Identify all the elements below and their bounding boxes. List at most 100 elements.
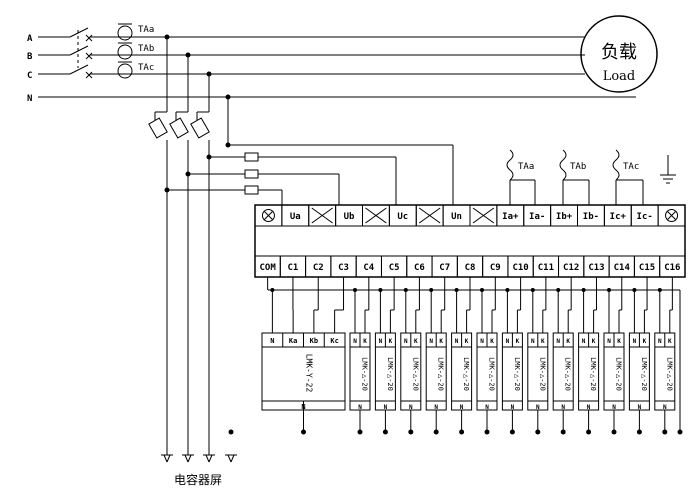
sec-ct-label-taa: TAa [518,162,534,172]
unit-foot-label: N [536,404,540,411]
ct-symbols [117,23,133,79]
unit-head-label: Kc [330,337,338,345]
bottom-terminal-label: C10 [512,263,528,273]
unit-model-label: LMK-△-20 [615,357,623,391]
unit-model-label: LMK-△-20 [488,357,496,391]
phase-label-c: C [27,71,32,81]
unit-model-label: LMK-△-20 [538,357,546,391]
top-terminal-label: Uc [397,212,408,222]
bus-junctions [164,34,231,100]
unit-model-label: LMK-△-20 [411,357,419,391]
unit-head-label: K [516,338,520,345]
unit-head-label: Kb [310,337,318,345]
unit-foot-label: N [612,404,616,411]
top-terminal-label: Ia+ [502,212,519,222]
unit-head-label: K [439,338,443,345]
phase-label-b: B [27,52,33,62]
unit-head-label: N [556,338,560,345]
load-label-en: Load [603,69,636,84]
screw-icon [261,209,275,222]
top-terminal-label: Ib- [583,212,599,222]
unit-model-label: LMK-△-20 [361,357,369,391]
unit-head-label: K [414,338,418,345]
unit-model-label: LMK-△-20 [589,357,597,391]
unit-head-label: N [633,338,637,345]
unit-head-label: K [389,338,393,345]
ct-label-tab: TAb [138,44,154,54]
unit-model-label: LMK-△-20 [564,357,572,391]
screen-terminals [161,454,237,463]
bottom-terminal-label: C1 [288,263,299,273]
unit-head-label: K [465,338,469,345]
unit-head-label: N [480,338,484,345]
unit-foot-label: N [663,404,667,411]
top-terminal-label: Ua [290,212,301,222]
unit-head-label: N [658,338,662,345]
bottom-terminal-label: C5 [389,263,400,273]
unit-model-label: LMK-△-20 [437,357,445,391]
unit-head-label: N [379,338,383,345]
unit-head-label: N [270,337,274,345]
bottom-terminal-label: C2 [313,263,324,273]
bottom-terminal-label: C13 [588,263,604,273]
unit-model-label: LMK-△-20 [665,357,673,391]
unit-foot-label: N [587,404,591,411]
ct-label-tac: TAc [138,63,154,73]
bottom-terminal-label: C3 [338,263,349,273]
unit-model-label: LMK-△-20 [462,357,470,391]
unit-foot-label: N [358,404,362,411]
sec-ct-label-tab: TAb [570,162,586,172]
unit-head-label: K [566,338,570,345]
unit-model-label: LMK-△-20 [640,357,648,391]
unit-head-label: K [643,338,647,345]
phase-label-a: A [27,34,33,44]
unit-foot-label: N [301,403,305,411]
unit-head-label: N [506,338,510,345]
bottom-terminal-label: C14 [614,263,631,273]
bottom-terminal-label: C4 [363,263,374,273]
unit-head-label: K [490,338,494,345]
secondary-ct-symbols [506,149,676,205]
bottom-terminal-label: C6 [414,263,425,273]
unit-head-label: K [617,338,621,345]
top-terminal-label: Ic- [637,212,653,222]
unit-head-label: N [531,338,535,345]
unit-foot-label: N [409,404,413,411]
unit-head-label: N [404,338,408,345]
top-terminal-label: Ic+ [610,212,627,222]
screen-label: 电容器屏 [174,472,222,487]
output-wiring [267,277,683,435]
bus-lines [38,36,636,98]
unit-foot-label: N [638,404,642,411]
unit-foot-label: N [384,404,388,411]
unit-head-label: K [541,338,545,345]
bottom-terminal-label: C12 [563,263,579,273]
top-terminal-label: Ub [344,212,355,222]
unit-head-label: K [668,338,672,345]
voltage-feed-lines [167,144,454,205]
load-label-cn: 负载 [601,42,637,63]
unit-foot-label: N [434,404,438,411]
unit-model-label: LMK-△-20 [513,357,521,391]
bottom-terminal-label: C9 [490,263,501,273]
unit-head-label: K [363,338,367,345]
unit-model-label: LMK-△-20 [386,357,394,391]
unit-head-label: N [429,338,433,345]
top-terminal-cell [657,204,686,227]
unit-model-label: LMK-Y-22 [305,354,314,393]
top-terminal-label: Ib+ [556,212,573,222]
bottom-terminal-label: C7 [439,263,450,273]
phase-label-n: N [27,94,32,104]
unit-head-label: N [455,338,459,345]
tap-lines [148,37,234,455]
bottom-terminal-label: C11 [538,263,554,273]
unit-head-label: N [582,338,586,345]
unit-foot-label: N [561,404,565,411]
bottom-terminal-label: COM [260,263,277,273]
top-terminal-label: Ia- [529,212,545,222]
